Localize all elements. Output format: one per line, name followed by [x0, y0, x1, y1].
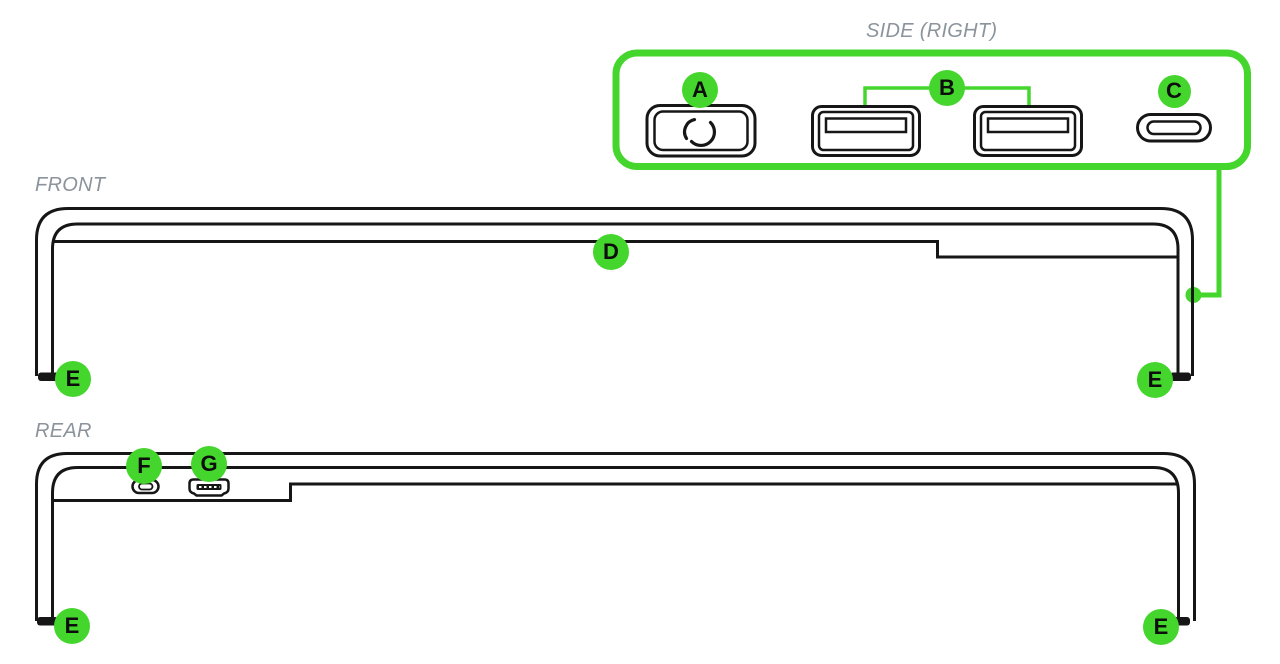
callout-b-label: B: [939, 75, 955, 100]
callout-f: F: [126, 448, 162, 484]
front-view-drawing: [35, 207, 1194, 381]
front-left-foot: [38, 372, 59, 381]
power-mode-button-inner: [653, 110, 749, 152]
hdmi-port-rear: [188, 478, 230, 497]
callout-connector-line: [1196, 166, 1222, 298]
callout-c: C: [1157, 74, 1191, 108]
callout-e-front-right: E: [1137, 362, 1173, 398]
front-right-foot: [1170, 372, 1191, 381]
front-outer-contour: [35, 207, 1194, 376]
callout-e-label: E: [1147, 367, 1163, 392]
side-right-panel-outline: [612, 49, 1251, 170]
rear-outer-contour: [35, 452, 1196, 621]
side-right-view-title: SIDE (RIGHT): [866, 20, 998, 42]
usb-a-port-left: [811, 105, 921, 157]
usb-c-port-icon: [1136, 113, 1212, 143]
usb-a-port-icon: [811, 105, 921, 157]
callout-g: G: [191, 446, 227, 482]
callout-b: B: [929, 70, 965, 106]
callout-e-front-left: E: [55, 361, 91, 397]
rear-inner-contour: [51, 466, 1180, 621]
callout-e-label: E: [64, 613, 80, 638]
callout-e-label: E: [65, 366, 81, 391]
front-view-title: FRONT: [35, 174, 106, 196]
power-cycle-icon: [683, 118, 716, 147]
rear-view-title: REAR: [35, 420, 92, 442]
hdmi-port-icon: [188, 478, 230, 497]
rear-left-foot: [37, 617, 58, 626]
callout-a-label: A: [692, 77, 708, 102]
rear-underside-edge: [52, 482, 1179, 502]
callout-f-label: F: [137, 453, 151, 478]
callout-a: A: [682, 72, 718, 108]
callout-e-rear-right: E: [1143, 609, 1179, 645]
front-underside-edge: [52, 240, 1178, 259]
side-right-panel: [612, 49, 1251, 303]
usb-a-port-right: [973, 105, 1083, 157]
rear-view-drawing: [35, 452, 1196, 626]
callout-e-label: E: [1153, 614, 1169, 639]
power-mode-button-outer: [645, 104, 757, 158]
front-inner-contour: [51, 222, 1180, 376]
callout-d-label: D: [603, 239, 619, 264]
power-mode-button: [645, 104, 757, 158]
callout-d: D: [593, 234, 629, 270]
usb-c-port-side: [1136, 113, 1212, 143]
callout-c-label: C: [1166, 78, 1182, 103]
callout-e-rear-left: E: [54, 608, 90, 644]
usb-a-port-icon: [973, 105, 1083, 157]
callout-g-label: G: [200, 451, 218, 476]
